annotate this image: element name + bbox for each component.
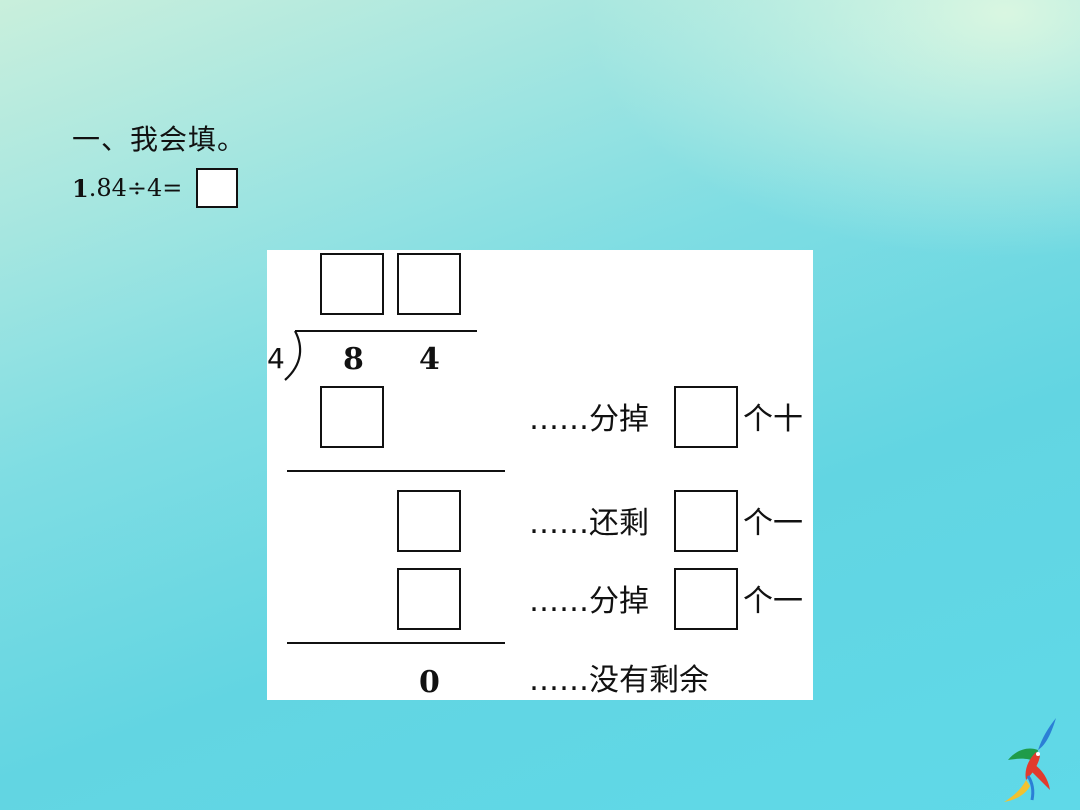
note-row-4: ……没有剩余 bbox=[529, 663, 709, 698]
note-row-1-prefix: ……分掉 bbox=[529, 402, 649, 437]
note-row-2-box[interactable] bbox=[674, 490, 738, 552]
division-bracket bbox=[284, 330, 302, 381]
note-row-3-suffix: 个一 bbox=[743, 584, 803, 619]
final-remainder: 0 bbox=[419, 665, 440, 700]
question-number: 1 bbox=[72, 173, 89, 203]
subtraction-line-1 bbox=[287, 470, 505, 472]
long-division-panel: 4 8 4 ……分掉 个十 ……还剩 个一 ……分掉 个一 0 ……没有剩余 bbox=[267, 250, 813, 700]
quotient-tens-box[interactable] bbox=[320, 253, 384, 315]
division-bar bbox=[295, 330, 477, 332]
dividend-digit-tens: 8 bbox=[343, 342, 364, 377]
background-glow bbox=[580, 0, 1080, 260]
subtract-ones-box[interactable] bbox=[397, 568, 461, 630]
question-expression: .84÷4= bbox=[88, 174, 183, 202]
subtraction-line-2 bbox=[287, 642, 505, 644]
note-row-1-suffix: 个十 bbox=[743, 402, 803, 437]
quotient-ones-box[interactable] bbox=[397, 253, 461, 315]
answer-box[interactable] bbox=[196, 168, 239, 208]
remainder-ones-box[interactable] bbox=[397, 490, 461, 552]
subtract-tens-box[interactable] bbox=[320, 386, 384, 448]
note-row-1-box[interactable] bbox=[674, 386, 738, 448]
note-row-3-box[interactable] bbox=[674, 568, 738, 630]
note-row-2-prefix: ……还剩 bbox=[529, 506, 649, 541]
question-1: 1 .84÷4= bbox=[72, 168, 239, 208]
section-heading: 一、我会填。 bbox=[72, 123, 247, 156]
dividend-digit-ones: 4 bbox=[419, 342, 440, 377]
note-row-2-suffix: 个一 bbox=[743, 506, 803, 541]
divisor: 4 bbox=[267, 342, 285, 375]
note-row-3-prefix: ……分掉 bbox=[529, 584, 649, 619]
parrot-icon bbox=[1004, 718, 1056, 802]
